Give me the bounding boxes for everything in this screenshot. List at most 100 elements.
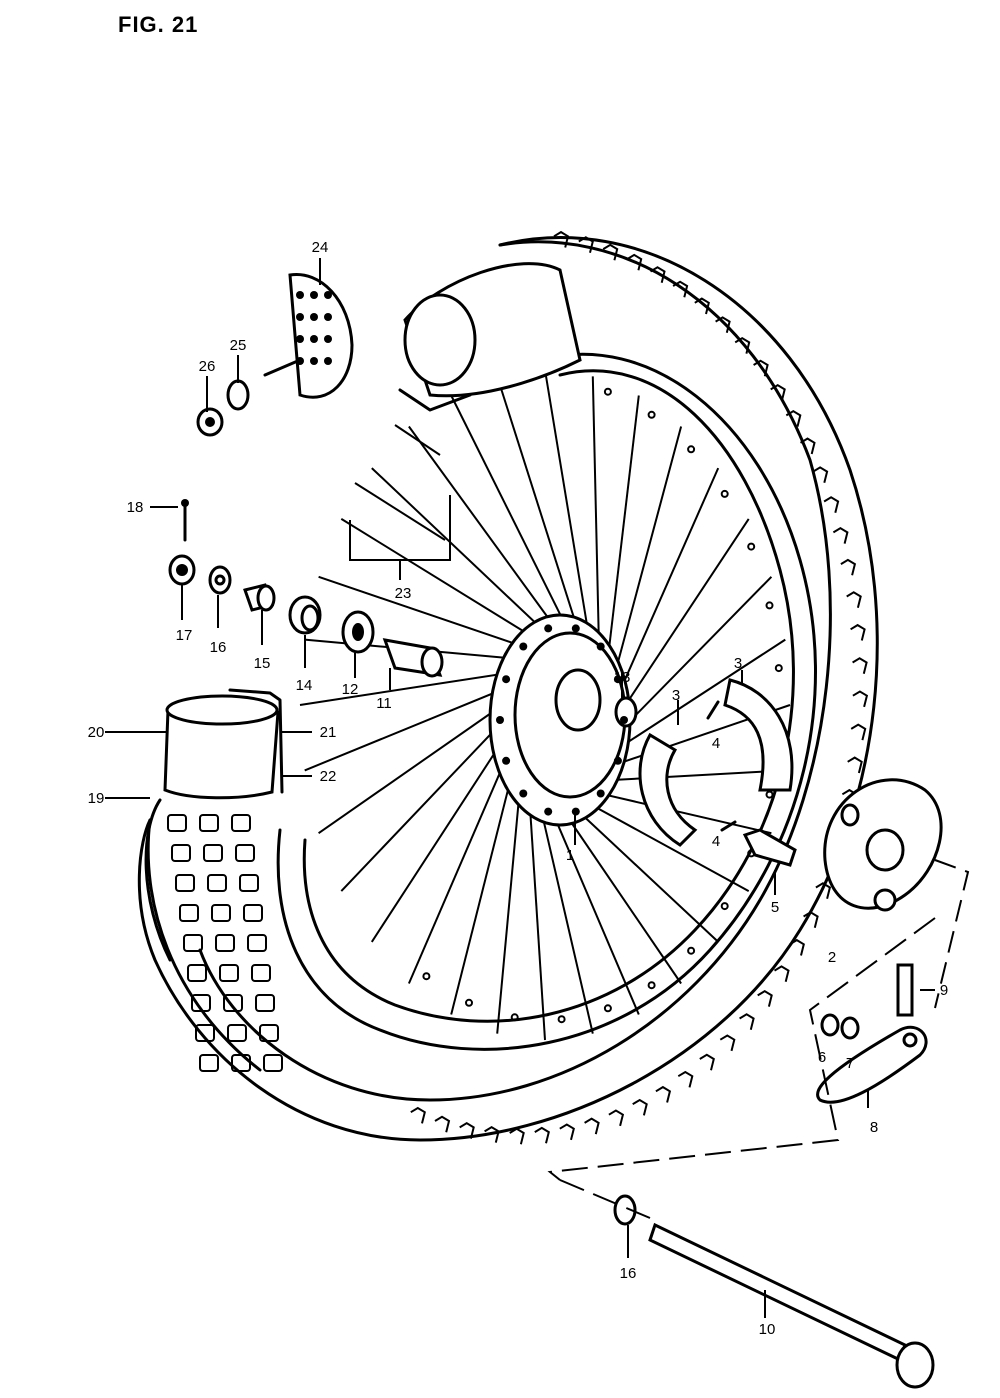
callout-11: 11 [376, 695, 392, 712]
callout-17: 17 [176, 627, 193, 644]
tread-block [509, 1127, 525, 1145]
callout-14: 14 [296, 677, 313, 694]
tread-block [203, 844, 223, 862]
rim-lock-texture [296, 291, 304, 299]
tread-block [171, 844, 191, 862]
tread-block [211, 904, 231, 922]
tire-section-left [144, 688, 284, 1072]
tread-block [484, 1126, 500, 1143]
tread-block [559, 1123, 575, 1141]
tread-block [677, 1070, 694, 1088]
tread-block [578, 236, 594, 253]
rim-hole [687, 946, 696, 955]
tread-block [434, 1115, 451, 1133]
brake-arm-group [816, 963, 928, 1104]
rim-lock-texture [324, 313, 332, 321]
callout-20: 20 [88, 724, 105, 741]
spoke [580, 798, 750, 892]
tread-block [534, 1126, 550, 1144]
rim-lock-texture [324, 357, 332, 365]
tread-block [840, 558, 857, 576]
tread-block [850, 723, 867, 741]
hub-spoke-hole [544, 624, 553, 633]
tread-block [719, 1034, 736, 1052]
callout-25: 25 [230, 337, 247, 354]
callout-1: 1 [566, 847, 574, 864]
tread-block [183, 934, 203, 952]
tread-block [799, 437, 816, 455]
hub-spoke-hole [613, 675, 622, 684]
callout-3b: 3 [672, 687, 680, 704]
brake-panel [823, 778, 943, 912]
spoke [605, 395, 640, 674]
callout-4a: 4 [712, 735, 720, 752]
rim-hole [774, 664, 783, 673]
callout-24: 24 [312, 239, 329, 256]
callout-13: 13 [614, 669, 631, 686]
spoke [407, 751, 510, 984]
rim-hole [687, 445, 696, 454]
brake-shoes [638, 678, 794, 847]
rim-lock-texture [310, 313, 318, 321]
spoke [450, 395, 573, 638]
callout-26: 26 [199, 358, 216, 375]
spoke [318, 575, 531, 650]
spoke [610, 638, 786, 755]
tread-block [823, 496, 840, 513]
callout-16a: 16 [210, 639, 227, 656]
hub-spoke-hole [544, 807, 553, 816]
callout-2: 2 [828, 949, 836, 966]
rim-lock-texture [310, 291, 318, 299]
tread-block [247, 934, 267, 952]
tread-block [199, 1054, 219, 1072]
spoke [558, 804, 682, 985]
tread-block [459, 1122, 475, 1139]
tread-block [243, 904, 263, 922]
spoke [598, 769, 786, 782]
spoke [527, 790, 546, 1041]
hub-spoke-hole [571, 624, 580, 633]
callouts: 1 2 3 3 4 4 5 6 7 8 9 10 11 12 13 14 15 … [88, 239, 949, 1338]
tread-block [251, 964, 271, 982]
tread-block [832, 527, 849, 544]
spokes [299, 369, 791, 1041]
rim-lock-texture [296, 357, 304, 365]
tread-block [672, 280, 689, 298]
tread-block [191, 994, 211, 1012]
rim-hole [765, 790, 774, 799]
tread-block [410, 1106, 426, 1124]
rim-lock-texture [310, 335, 318, 343]
spoke [614, 518, 750, 722]
rim-lock-texture [324, 291, 332, 299]
tread-block [770, 384, 786, 401]
tread-block [785, 410, 802, 427]
callout-19: 19 [88, 790, 105, 807]
axle-group [613, 1194, 935, 1389]
hub-spoke-hole [519, 642, 528, 651]
spoke [299, 671, 515, 706]
spoke [569, 802, 719, 943]
tread-block [850, 623, 866, 641]
tread-block [215, 934, 235, 952]
tread-block [699, 1053, 715, 1071]
tread-block [655, 1085, 672, 1103]
rim-hole [747, 542, 756, 551]
callout-3a: 3 [734, 655, 742, 672]
tread-block [199, 814, 219, 832]
rim-hole [603, 1004, 612, 1013]
tread-block [187, 964, 207, 982]
figure-title: FIG. 21 [118, 12, 199, 37]
spoke [408, 425, 562, 636]
hub-spoke-hole [502, 675, 511, 684]
tread-block [175, 874, 195, 892]
tread-block [753, 359, 769, 377]
tread-block [626, 253, 643, 271]
callout-16b: 16 [620, 1265, 637, 1282]
tread-block [167, 814, 187, 832]
rim-hole [647, 410, 656, 419]
rim-hole [510, 1013, 519, 1022]
hub-spoke-hole [596, 789, 605, 798]
spoke [371, 467, 551, 638]
tread-block [179, 904, 199, 922]
